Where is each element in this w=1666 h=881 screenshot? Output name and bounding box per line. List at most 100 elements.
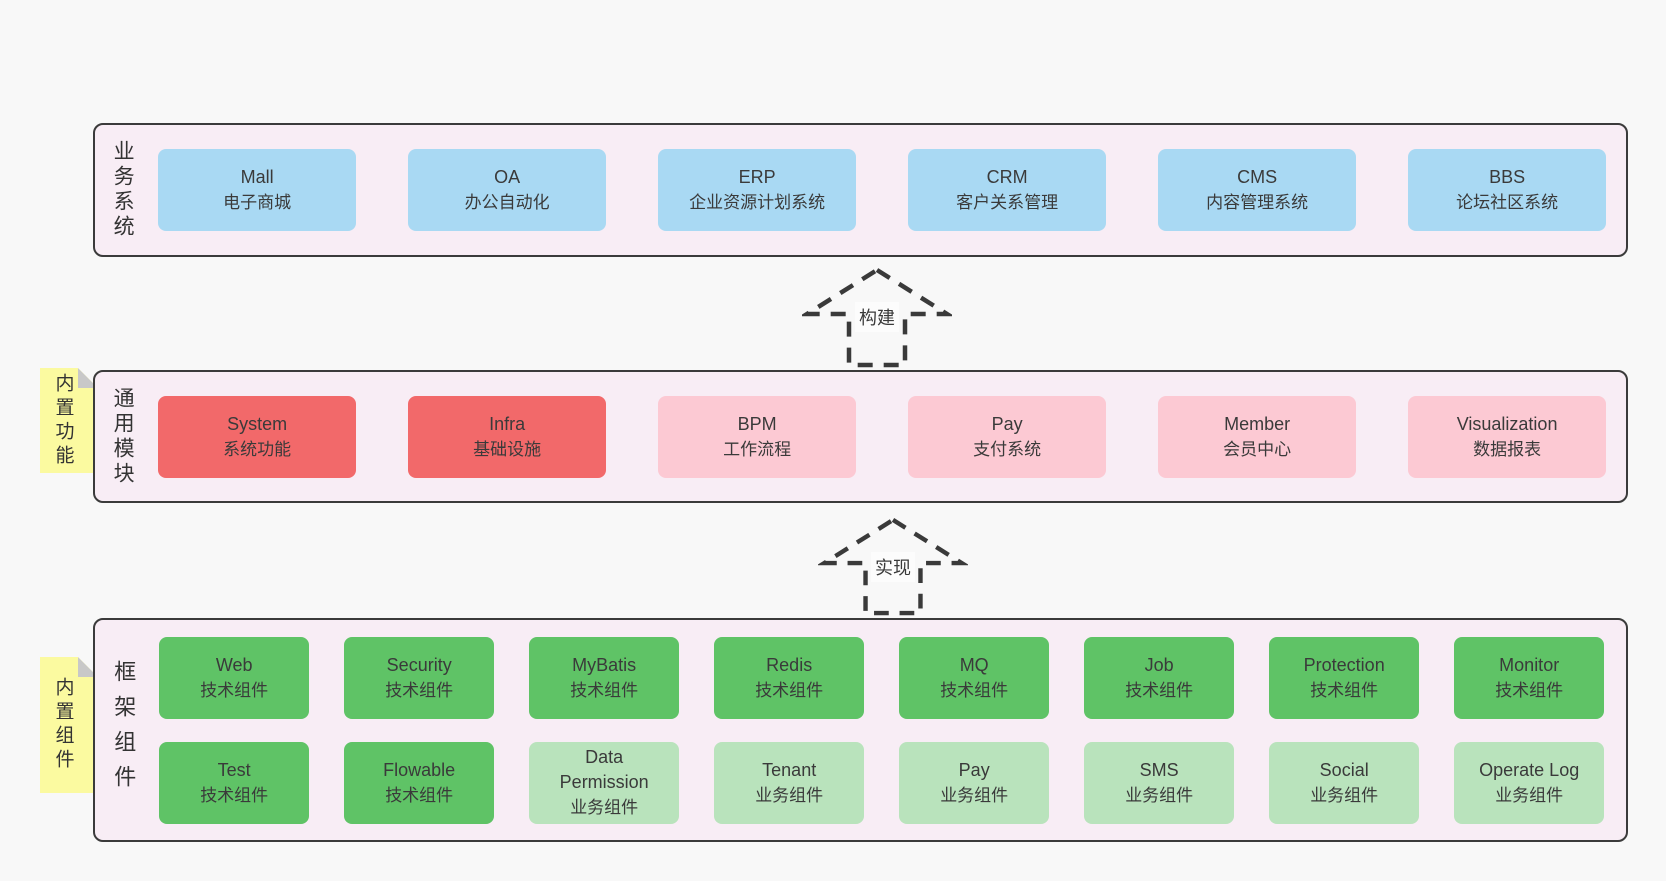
box-subtitle: 电子商城 (223, 193, 292, 212)
box-test: Test 技术组件 (159, 741, 310, 824)
box-subtitle: 技术组件 (385, 785, 454, 805)
box-title: Security (386, 654, 452, 675)
box-erp: ERP 企业资源计划系统 (658, 149, 857, 231)
folded-corner-icon (78, 368, 98, 388)
box-mq: MQ 技术组件 (899, 636, 1050, 719)
box-subtitle: 技术组件 (1310, 680, 1379, 700)
box-title: SMS (1139, 759, 1179, 780)
up-arrow-icon (802, 267, 952, 368)
box-title: CRM (986, 167, 1028, 187)
box-subtitle: 技术组件 (1495, 680, 1564, 700)
box-mall: Mall 电子商城 (158, 149, 357, 231)
business-boxes: Mall 电子商城 OA 办公自动化 ERP 企业资源计划系统 CRM 客户关系… (158, 149, 1607, 231)
box-subtitle: 技术组件 (200, 785, 269, 805)
implement-arrow-label: 实现 (871, 552, 915, 582)
box-title: BPM (737, 413, 777, 434)
box-redis: Redis 技术组件 (714, 636, 865, 719)
box-title: Member (1224, 413, 1291, 434)
box-mybatis: MyBatis 技术组件 (529, 636, 680, 719)
box-data-permission: Data Permission 业务组件 (529, 741, 680, 824)
box-title: Social (1319, 759, 1369, 780)
box-social: Social 业务组件 (1269, 741, 1420, 824)
box-subtitle: 业务组件 (1310, 785, 1379, 805)
box-title: BBS (1489, 167, 1526, 187)
common-modules-section: 内置功能 通用模块 System 系统功能 Infra 基础设施 BPM 工作流… (93, 370, 1628, 503)
box-subtitle: 企业资源计划系统 (689, 193, 826, 212)
box-subtitle: 内容管理系统 (1206, 193, 1309, 212)
box-subtitle: 业务组件 (570, 798, 639, 817)
box-subtitle: 业务组件 (755, 785, 824, 805)
box-title: OA (494, 167, 521, 187)
box-title: Operate Log (1479, 759, 1580, 780)
box-subtitle: 业务组件 (1495, 785, 1564, 805)
box-title: Test (217, 759, 251, 780)
box-bbs: BBS 论坛社区系统 (1408, 149, 1607, 231)
box-title: Protection (1303, 654, 1385, 675)
component-boxes: Web 技术组件 Security 技术组件 MyBatis 技术组件 Redi… (159, 636, 1605, 824)
box-subtitle: 会员中心 (1223, 439, 1292, 459)
box-job: Job 技术组件 (1084, 636, 1235, 719)
framework-components-section: 内置组件 框架组件 Web 技术组件 Security 技术组件 MyBatis… (93, 618, 1628, 842)
box-subtitle: 技术组件 (200, 680, 269, 700)
box-title: Mall (240, 167, 274, 187)
box-monitor: Monitor 技术组件 (1454, 636, 1605, 719)
box-web: Web 技术组件 (159, 636, 310, 719)
box-subtitle: 支付系统 (973, 439, 1042, 459)
box-subtitle: 技术组件 (755, 680, 824, 700)
module-boxes: System 系统功能 Infra 基础设施 BPM 工作流程 Pay 支付系统… (158, 395, 1607, 478)
box-bpm: BPM 工作流程 (658, 395, 857, 478)
business-systems-section: 业务系统 Mall 电子商城 OA 办公自动化 ERP 企业资源计划系统 CRM… (93, 123, 1628, 257)
box-subtitle: 技术组件 (1125, 680, 1194, 700)
box-infra: Infra 基础设施 (408, 395, 607, 478)
sticky-note-builtin-components: 内置组件 (40, 657, 98, 793)
sticky-note-text: 内置功能 (52, 372, 74, 469)
build-arrow: 构建 (802, 264, 952, 370)
box-subtitle: 技术组件 (385, 680, 454, 700)
box-visualization: Visualization 数据报表 (1408, 395, 1607, 478)
box-cms: CMS 内容管理系统 (1158, 149, 1357, 231)
box-title: ERP (738, 167, 776, 187)
box-member: Member 会员中心 (1158, 395, 1357, 478)
box-title: System (227, 413, 288, 434)
box-title: Infra (489, 413, 526, 434)
box-title: Monitor (1499, 654, 1560, 675)
section-label-components: 框架组件 (111, 660, 137, 800)
box-subtitle: 客户关系管理 (956, 193, 1059, 212)
box-title: MyBatis (572, 654, 637, 675)
implement-arrow: 实现 (818, 514, 968, 618)
box-title: Visualization (1456, 413, 1558, 434)
box-security: Security 技术组件 (344, 636, 495, 719)
folded-corner-icon (78, 657, 98, 677)
box-title: Pay (958, 759, 990, 780)
up-arrow-icon (818, 517, 968, 616)
box-title: MQ (959, 654, 989, 675)
box-title: Flowable (383, 759, 456, 780)
box-subtitle: 系统功能 (223, 439, 292, 459)
box-sms: SMS 业务组件 (1084, 741, 1235, 824)
box-pay-biz: Pay 业务组件 (899, 741, 1050, 824)
box-title: Redis (766, 654, 813, 675)
box-protection: Protection 技术组件 (1269, 636, 1420, 719)
box-subtitle: 业务组件 (1125, 785, 1194, 805)
sticky-note-builtin-features: 内置功能 (40, 368, 98, 473)
box-pay: Pay 支付系统 (908, 395, 1107, 478)
box-title: Web (215, 654, 253, 675)
sticky-note-text: 内置组件 (52, 677, 74, 773)
box-crm: CRM 客户关系管理 (908, 149, 1107, 231)
section-label-business: 业务系统 (111, 140, 135, 240)
box-subtitle: 数据报表 (1473, 439, 1542, 459)
box-operate-log: Operate Log 业务组件 (1454, 741, 1605, 824)
box-tenant: Tenant 业务组件 (714, 741, 865, 824)
box-title: Job (1144, 654, 1174, 675)
section-label-modules: 通用模块 (111, 386, 135, 487)
box-subtitle: 工作流程 (723, 439, 792, 459)
box-subtitle: 技术组件 (940, 680, 1009, 700)
box-oa: OA 办公自动化 (408, 149, 607, 231)
box-title: Data Permission (559, 747, 649, 792)
box-subtitle: 基础设施 (473, 439, 542, 459)
box-title: CMS (1237, 167, 1278, 187)
box-system: System 系统功能 (158, 395, 357, 478)
box-title: Pay (991, 413, 1023, 434)
box-title: Tenant (762, 759, 817, 780)
box-subtitle: 业务组件 (940, 785, 1009, 805)
